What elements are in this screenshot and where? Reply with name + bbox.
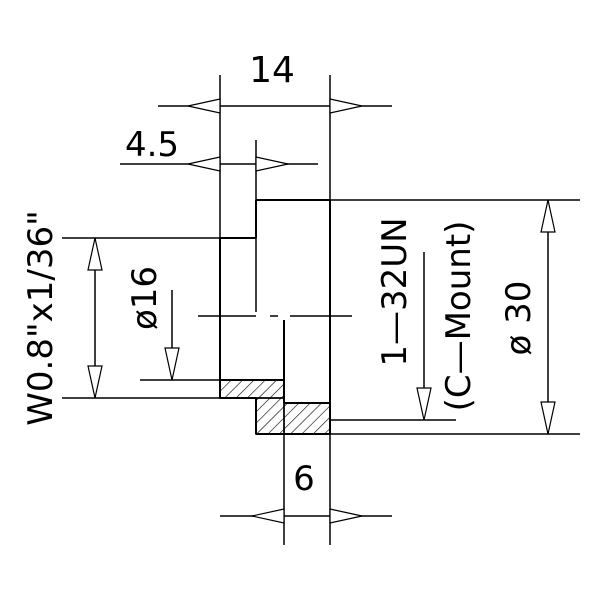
dim-width-14: 14	[158, 50, 392, 238]
dim-outer-30: ø 30	[330, 199, 580, 435]
dim-label-14: 14	[249, 50, 295, 91]
dim-thread-right: 1—32UN (C—Mount)	[330, 217, 479, 421]
dim-label-thread-left: W0.8"x1/36"	[21, 210, 61, 425]
dim-label-bore-16: ø16	[125, 266, 165, 330]
dim-label-thread-right-1: 1—32UN	[375, 217, 415, 366]
dim-label-outer-30: ø 30	[499, 281, 539, 356]
dim-label-thread-right-2: (C—Mount)	[439, 221, 479, 412]
dim-label-4-5: 4.5	[125, 125, 179, 165]
dim-label-6: 6	[293, 459, 315, 499]
dim-thread-left: W0.8"x1/36"	[21, 210, 220, 426]
dim-flange-4-5: 4.5	[120, 125, 318, 200]
hatched-section	[219, 379, 331, 435]
dim-mount-6: 6	[220, 434, 392, 545]
dim-bore-16: ø16	[125, 266, 220, 381]
